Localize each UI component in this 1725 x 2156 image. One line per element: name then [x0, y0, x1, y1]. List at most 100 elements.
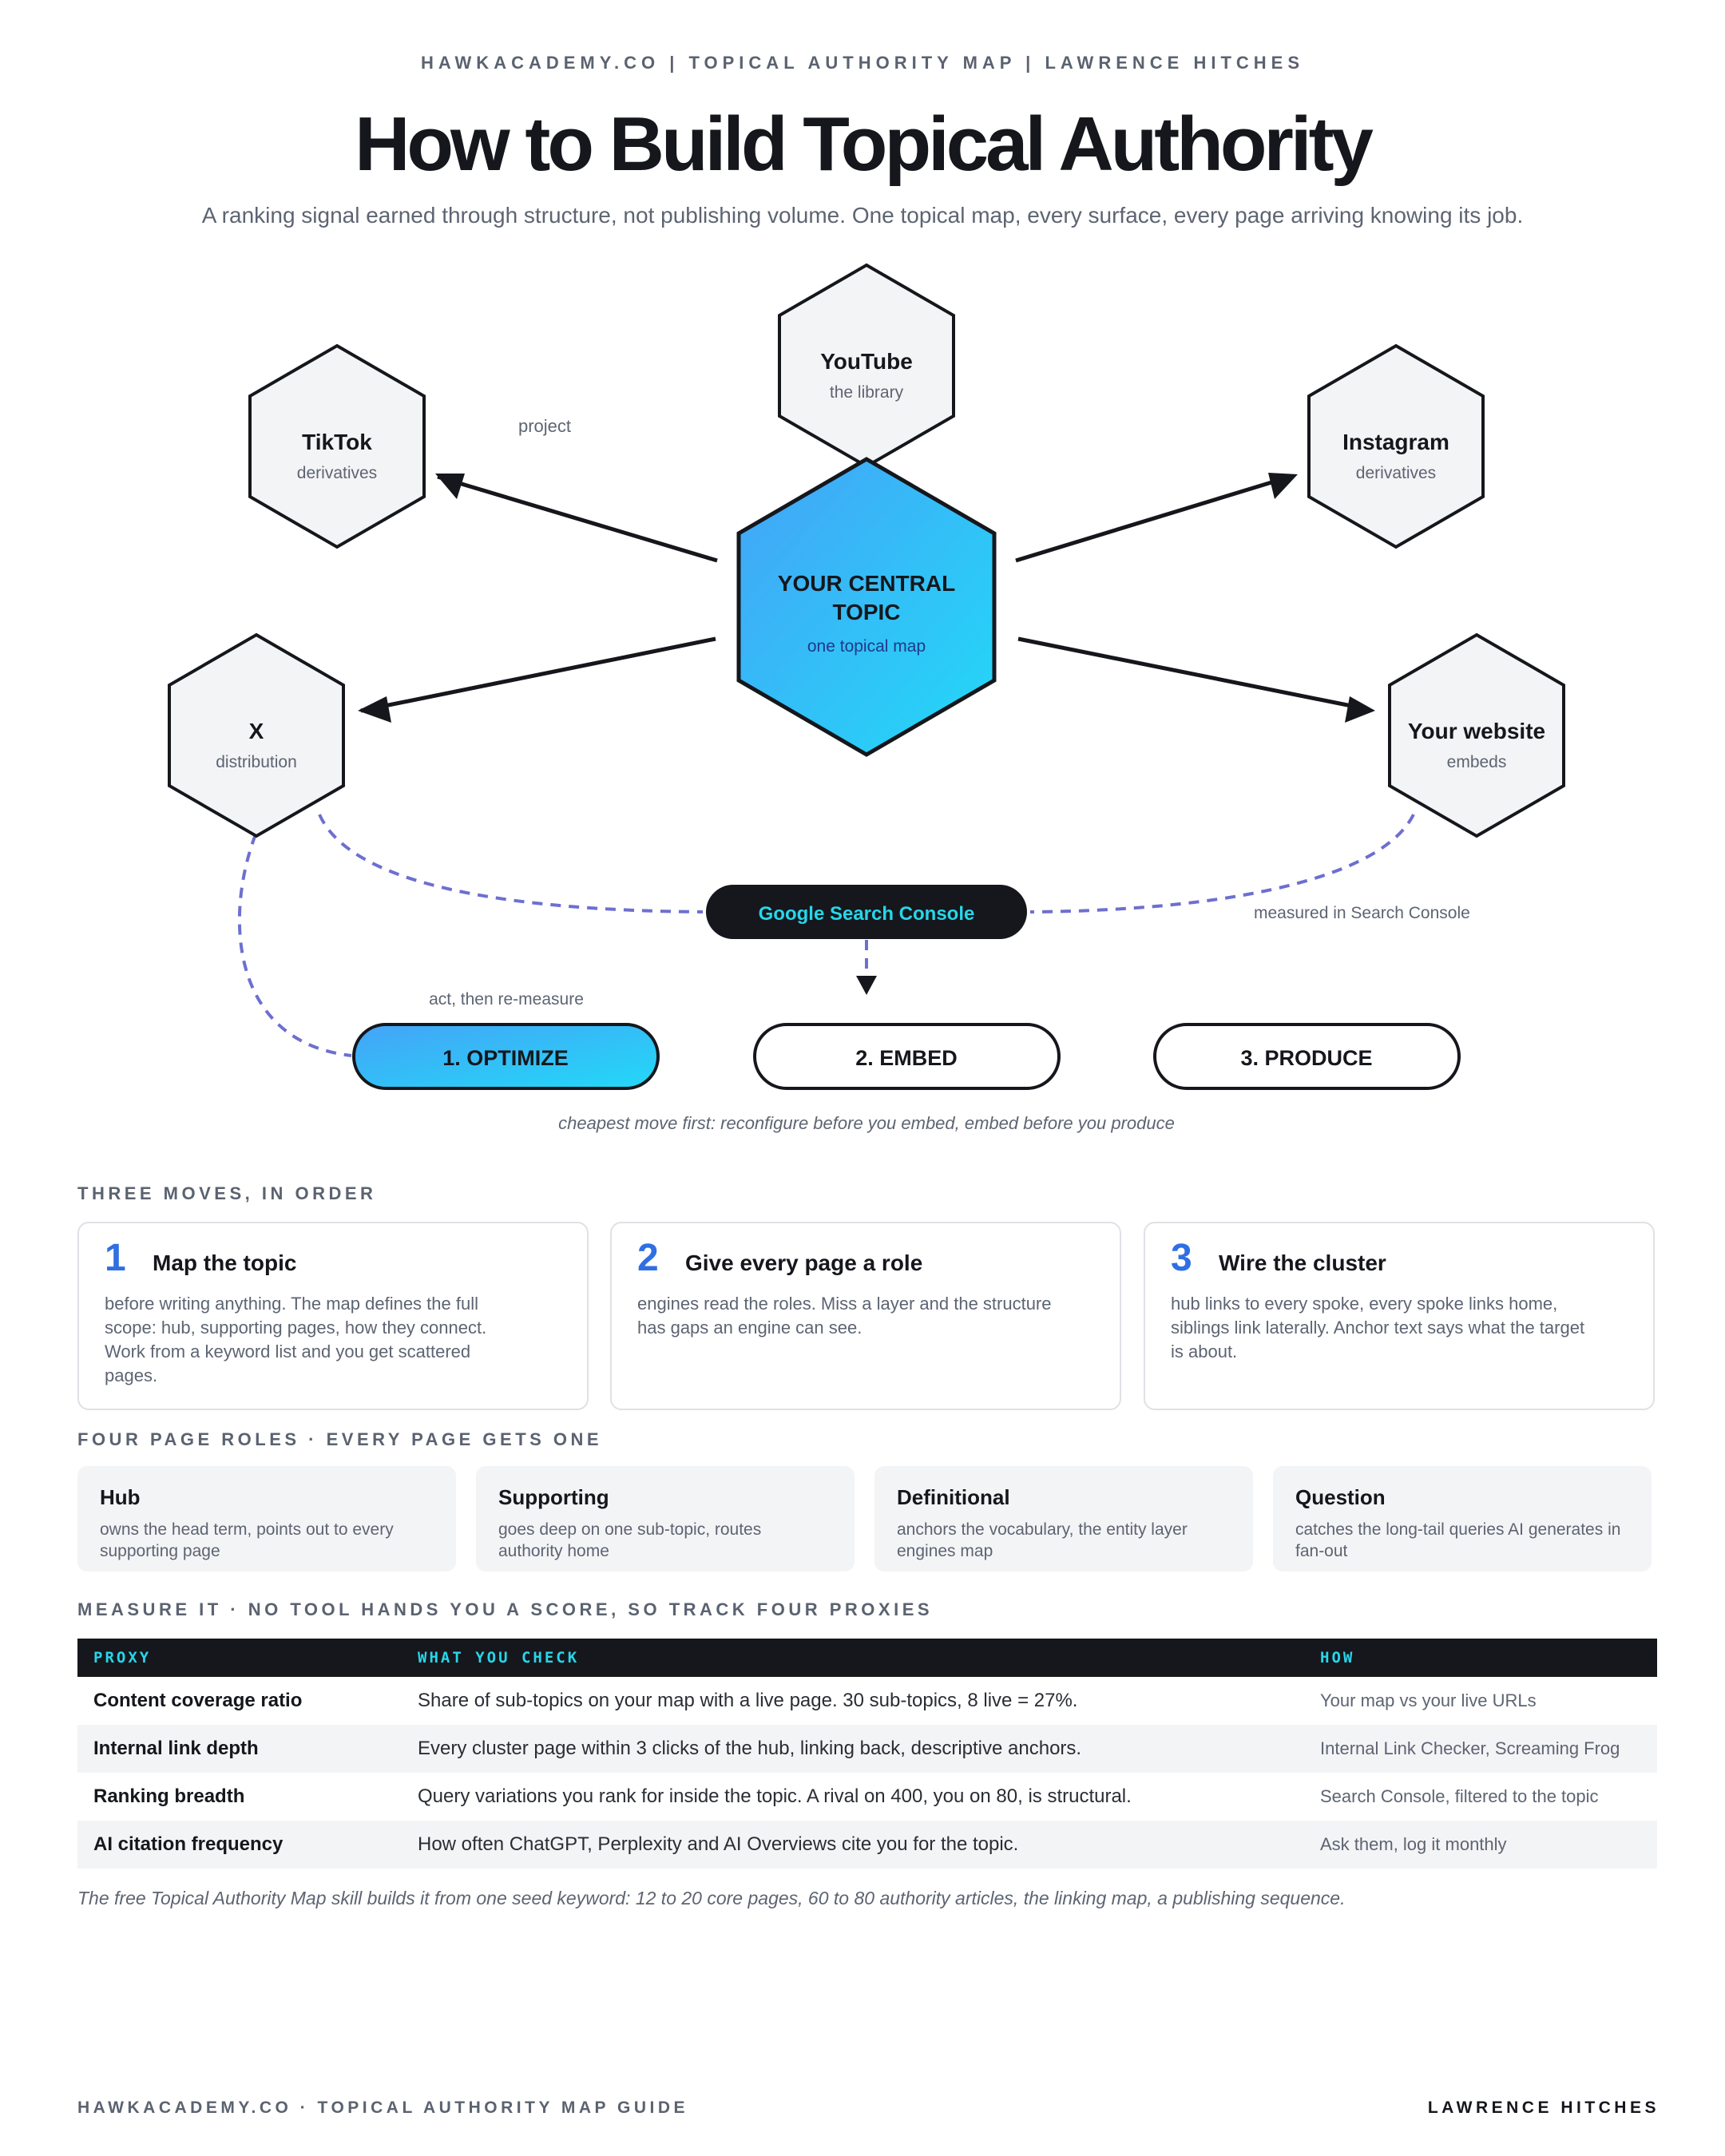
- move-number: 3: [1171, 1237, 1192, 1279]
- measure-section-label: MEASURE IT · NO TOOL HANDS YOU A SCORE, …: [77, 1599, 934, 1619]
- step-produce: 3. PRODUCE: [1153, 1023, 1461, 1090]
- arrowhead-instagram: [1268, 473, 1298, 499]
- step-optimize: 1. OPTIMIZE: [352, 1023, 660, 1090]
- topical-map-diagram: YouTube the library TikTok derivatives I…: [168, 263, 1565, 1133]
- cell-proxy: Content coverage ratio: [93, 1690, 303, 1711]
- role-title: Question: [1295, 1485, 1386, 1509]
- cell-how: Search Console, filtered to the topic: [1320, 1786, 1599, 1806]
- role-title: Definitional: [897, 1485, 1010, 1509]
- cell-check: Share of sub-topics on your map with a l…: [418, 1690, 1078, 1711]
- table-row: Content coverage ratio Share of sub-topi…: [77, 1677, 1657, 1725]
- node-website: Your website embeds: [1388, 632, 1565, 838]
- role-body: catches the long-tail queries AI generat…: [1295, 1520, 1621, 1560]
- cell-check: Every cluster page within 3 clicks of th…: [418, 1738, 1082, 1759]
- move-body: engines read the roles. Miss a layer and…: [637, 1294, 1052, 1338]
- roles-section-label: FOUR PAGE ROLES · EVERY PAGE GETS ONE: [77, 1429, 603, 1449]
- node-tiktok-sub: derivatives: [297, 464, 377, 482]
- role-title: Hub: [100, 1485, 141, 1509]
- connector-arrows: [358, 473, 1375, 723]
- arrowhead-website: [1345, 696, 1375, 723]
- dash-website-to-console: [1029, 814, 1415, 914]
- node-x-title: X: [249, 719, 264, 743]
- cell-how: Your map vs your live URLs: [1320, 1690, 1537, 1710]
- arrow-to-instagram: [1015, 475, 1288, 563]
- node-x-sub: distribution: [216, 753, 297, 771]
- move-title: Wire the cluster: [1219, 1250, 1386, 1275]
- node-instagram-title: Instagram: [1342, 430, 1449, 454]
- project-label: project: [518, 416, 571, 436]
- cell-check: How often ChatGPT, Perplexity and AI Ove…: [418, 1833, 1019, 1855]
- column-header-proxy: PROXY: [93, 1649, 152, 1667]
- role-card-supporting: Supporting goes deep on one sub-topic, r…: [476, 1466, 855, 1571]
- cell-proxy: Internal link depth: [93, 1738, 259, 1759]
- cell-check: Query variations you rank for inside the…: [418, 1785, 1132, 1807]
- node-youtube-sub: the library: [830, 383, 904, 402]
- arrow-to-tiktok: [437, 474, 718, 563]
- move-card-2: 2 Give every page a role engines read th…: [610, 1222, 1121, 1410]
- cell-proxy: AI citation frequency: [93, 1833, 284, 1855]
- role-body: anchors the vocabulary, the entity layer…: [897, 1520, 1188, 1560]
- cell-how: Ask them, log it monthly: [1320, 1834, 1507, 1854]
- column-header-how: HOW: [1320, 1649, 1355, 1667]
- proxy-table: PROXY WHAT YOU CHECK HOW Content coverag…: [77, 1639, 1657, 1869]
- node-website-title: Your website: [1408, 719, 1545, 743]
- page-title: How to Build Topical Authority: [355, 101, 1374, 187]
- move-title: Give every page a role: [685, 1250, 923, 1275]
- node-website-sub: embeds: [1447, 753, 1507, 771]
- google-search-console-badge: Google Search Console: [706, 885, 1027, 939]
- table-row: Internal link depth Every cluster page w…: [77, 1725, 1657, 1773]
- move-title: Map the topic: [153, 1250, 297, 1275]
- move-card-3: 3 Wire the cluster hub links to every sp…: [1144, 1222, 1655, 1410]
- arrowhead-x: [358, 696, 391, 723]
- step-optimize-label: 1. OPTIMIZE: [442, 1046, 569, 1070]
- move-number: 2: [637, 1237, 659, 1279]
- steps-caption: cheapest move first: reconfigure before …: [558, 1113, 1175, 1133]
- measured-label: measured in Search Console: [1254, 904, 1470, 922]
- central-topic-sub: one topical map: [807, 637, 926, 656]
- role-card-hub: Hub owns the head term, points out to ev…: [77, 1466, 456, 1571]
- column-header-check: WHAT YOU CHECK: [418, 1649, 580, 1667]
- table-row: AI citation frequency How often ChatGPT,…: [77, 1821, 1657, 1869]
- header-kicker: HAWKACADEMY.CO | TOPICAL AUTHORITY MAP |…: [420, 53, 1305, 73]
- node-youtube: YouTube the library: [778, 263, 955, 469]
- move-number: 1: [105, 1237, 126, 1279]
- move-body: before writing anything. The map defines…: [105, 1294, 487, 1385]
- step-embed: 2. EMBED: [753, 1023, 1061, 1090]
- step-produce-label: 3. PRODUCE: [1240, 1046, 1372, 1070]
- central-topic-line1: YOUR CENTRAL: [778, 571, 955, 596]
- cell-proxy: Ranking breadth: [93, 1785, 245, 1807]
- move-body: hub links to every spoke, every spoke li…: [1171, 1294, 1585, 1361]
- dash-x-to-optimize: [238, 834, 352, 1057]
- node-instagram: Instagram derivatives: [1307, 343, 1485, 549]
- role-body: owns the head term, points out to every …: [100, 1520, 394, 1560]
- arrowhead-tiktok: [435, 474, 465, 499]
- node-instagram-sub: derivatives: [1356, 464, 1436, 482]
- measurement-paths: [238, 814, 1415, 1057]
- node-x: X distribution: [168, 632, 345, 838]
- node-youtube-title: YouTube: [820, 349, 913, 374]
- role-body: goes deep on one sub-topic, routes autho…: [498, 1520, 762, 1560]
- dash-x-to-console: [318, 814, 704, 914]
- move-card-1: 1 Map the topic before writing anything.…: [77, 1222, 589, 1410]
- footer-right: LAWRENCE HITCHES: [1427, 2099, 1660, 2117]
- arrow-to-x: [360, 636, 716, 713]
- step-embed-label: 2. EMBED: [855, 1046, 958, 1070]
- moves-section-label: THREE MOVES, IN ORDER: [77, 1183, 377, 1203]
- table-footnote: The free Topical Authority Map skill bui…: [77, 1888, 1346, 1908]
- node-tiktok-title: TikTok: [302, 430, 372, 454]
- table-header: PROXY WHAT YOU CHECK HOW: [77, 1639, 1657, 1677]
- page-subtitle: A ranking signal earned through structur…: [201, 203, 1524, 228]
- table-row: Ranking breadth Query variations you ran…: [77, 1773, 1657, 1821]
- central-topic-line2: TOPIC: [832, 600, 900, 624]
- role-title: Supporting: [498, 1485, 609, 1509]
- arrow-to-website: [1017, 636, 1368, 711]
- act-label: act, then re-measure: [429, 990, 584, 1009]
- console-label: Google Search Console: [759, 903, 975, 925]
- node-central-topic: YOUR CENTRAL TOPIC one topical map: [736, 457, 997, 757]
- role-card-definitional: Definitional anchors the vocabulary, the…: [874, 1466, 1253, 1571]
- node-tiktok: TikTok derivatives: [248, 343, 426, 549]
- arrowhead-console-down: [856, 976, 877, 995]
- footer-left: HAWKACADEMY.CO · TOPICAL AUTHORITY MAP G…: [77, 2099, 689, 2117]
- role-card-question: Question catches the long-tail queries A…: [1273, 1466, 1652, 1571]
- cell-how: Internal Link Checker, Screaming Frog: [1320, 1738, 1620, 1758]
